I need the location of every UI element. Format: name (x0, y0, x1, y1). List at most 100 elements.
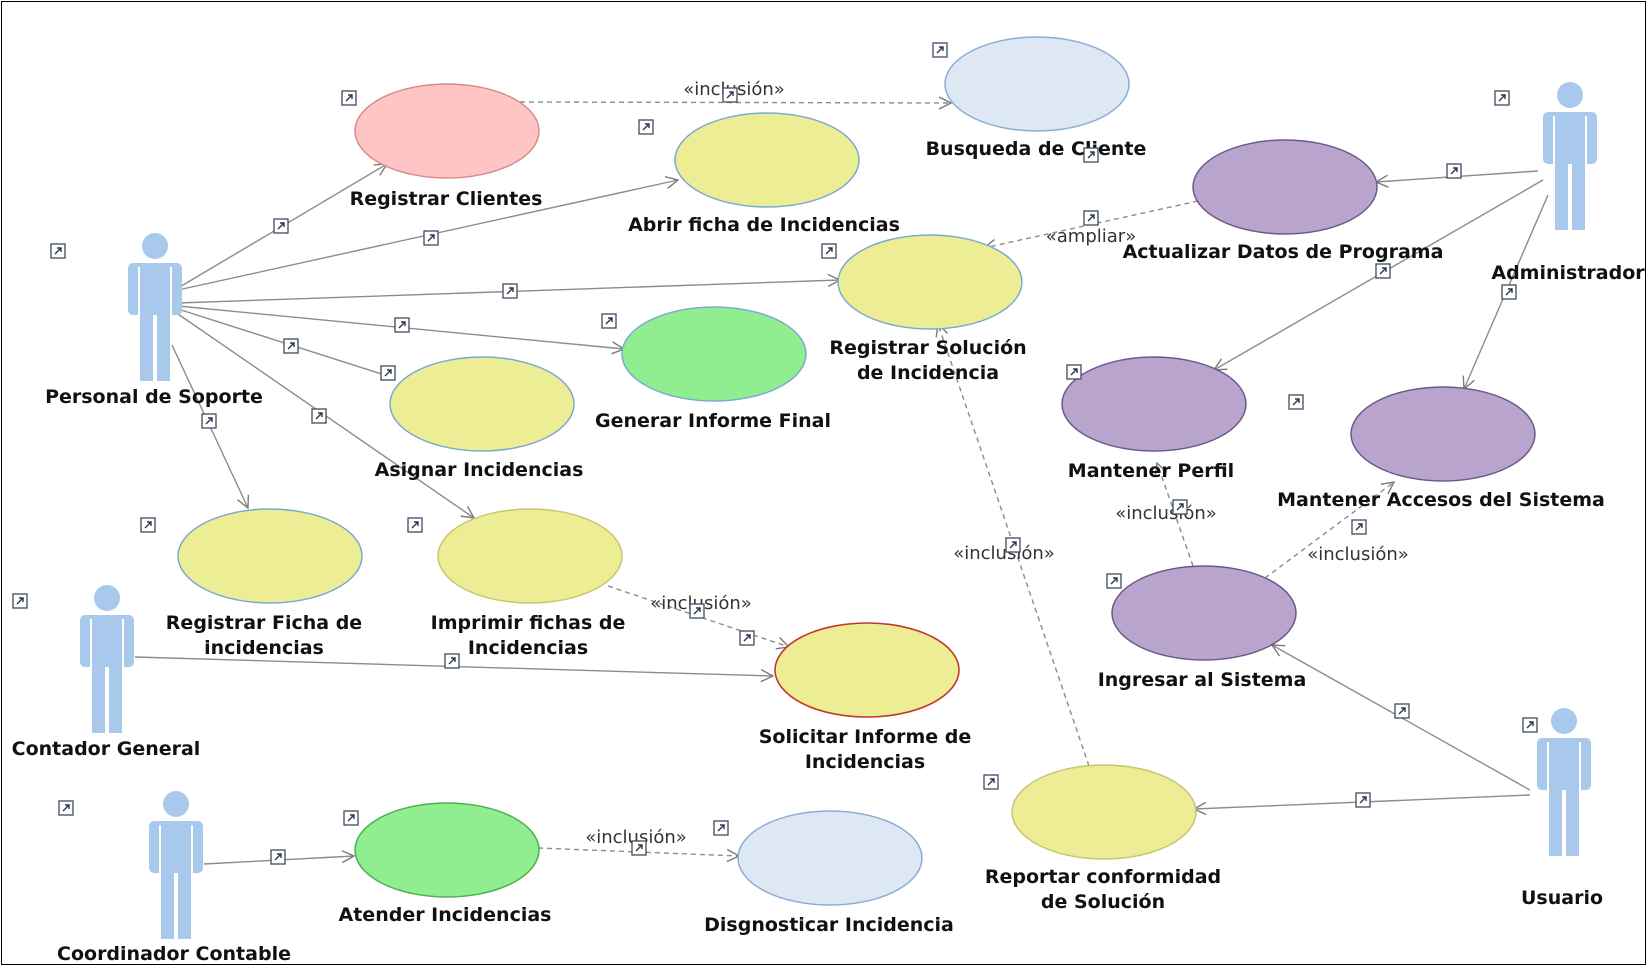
use-case-atender[interactable]: Atender Incidencias (339, 802, 552, 926)
use-case-label: Asignar Incidencias (375, 459, 584, 481)
use-case-ingresar[interactable]: Ingresar al Sistema (1098, 565, 1307, 691)
shortcut-arrow-icon (50, 243, 66, 259)
use-case-label: Generar Informe Final (595, 410, 831, 432)
shortcut-arrow-icon (1355, 792, 1371, 808)
shortcut-arrow-icon (689, 603, 705, 619)
shortcut-arrow-icon (394, 317, 410, 333)
shortcut-arrow-icon (311, 408, 327, 424)
use-case-ellipse[interactable] (621, 306, 807, 402)
use-case-generar-informe[interactable]: Generar Informe Final (595, 306, 831, 432)
use-case-ellipse[interactable] (354, 802, 540, 898)
stereotype-ampliar: «ampliar» (1046, 226, 1136, 247)
stereotype-inclusion: «inclusión» (585, 827, 687, 848)
use-case-label: Incidencias (805, 751, 925, 773)
use-case-ellipse[interactable] (1350, 386, 1536, 482)
actors: Personal de Soporte Contador General (12, 82, 1645, 965)
shortcut-arrow-icon (739, 630, 755, 646)
actor-personal-de-soporte[interactable]: Personal de Soporte (45, 233, 263, 408)
use-case-label: Atender Incidencias (339, 904, 552, 926)
actor-figure-icon (80, 585, 134, 733)
shortcut-arrow-icon (283, 338, 299, 354)
use-case-ellipse[interactable] (437, 508, 623, 604)
use-case-ellipse[interactable] (177, 508, 363, 604)
actor-administrador[interactable]: Administrador (1491, 82, 1645, 284)
actor-figure-icon (128, 233, 182, 381)
shortcut-arrow-icon (638, 119, 654, 135)
shortcut-arrow-icon (58, 800, 74, 816)
use-case-mantener-perfil[interactable]: Mantener Perfil (1061, 356, 1247, 482)
use-case-ellipse[interactable] (1061, 356, 1247, 452)
stereotype-inclusion: «inclusión» (1307, 544, 1409, 565)
use-case-label: Registrar Ficha de (166, 612, 362, 634)
stereotype-inclusion: «inclusión» (953, 543, 1055, 564)
shortcut-arrow-icon (270, 849, 286, 865)
shortcut-arrow-icon (932, 42, 948, 58)
include-imprimir-solicitar[interactable] (607, 585, 789, 647)
use-case-ellipse[interactable] (1192, 139, 1378, 235)
use-case-busqueda-cliente[interactable]: Busqueda de Cliente (926, 36, 1147, 160)
shortcut-arrow-icon (380, 365, 396, 381)
use-case-registrar-clientes[interactable]: Registrar Clientes (350, 83, 543, 210)
use-case-solicitar-informe[interactable]: Solicitar Informe de Incidencias (759, 622, 972, 773)
actor-label: Personal de Soporte (45, 386, 263, 408)
shortcut-arrow-icon (1494, 90, 1510, 106)
shortcut-markers (12, 42, 1538, 865)
shortcut-arrow-icon (1066, 364, 1082, 380)
actor-coordinador-contable[interactable]: Coordinador Contable (57, 791, 291, 965)
shortcut-arrow-icon (1394, 703, 1410, 719)
use-case-ellipse[interactable] (354, 83, 540, 179)
use-case-label: Registrar Solución (829, 337, 1026, 359)
use-case-ellipse[interactable] (737, 810, 923, 906)
shortcut-arrow-icon (1446, 163, 1462, 179)
use-case-label: Disgnosticar Incidencia (704, 914, 954, 936)
use-case-registrar-ficha[interactable]: Registrar Ficha de incidencias (166, 508, 363, 659)
use-case-abrir-ficha[interactable]: Abrir ficha de Incidencias (628, 112, 900, 236)
use-case-imprimir-fichas[interactable]: Imprimir fichas de Incidencias (431, 508, 626, 659)
use-case-ellipse[interactable] (674, 112, 860, 208)
actor-label: Administrador (1491, 262, 1645, 284)
use-case-mantener-accesos[interactable]: Mantener Accesos del Sistema (1277, 386, 1605, 511)
actor-figure-icon (149, 791, 203, 939)
actor-label: Usuario (1521, 887, 1603, 909)
shortcut-arrow-icon (601, 313, 617, 329)
stereotype-inclusion: «inclusión» (1115, 503, 1217, 524)
use-case-ellipse[interactable] (1111, 565, 1297, 661)
actor-contador-general[interactable]: Contador General (12, 585, 201, 760)
use-case-ellipse[interactable] (389, 356, 575, 452)
shortcut-arrow-icon (821, 243, 837, 259)
shortcut-arrow-icon (273, 218, 289, 234)
use-cases: Registrar Clientes Busqueda de Cliente A… (166, 36, 1605, 936)
use-case-ellipse[interactable] (837, 234, 1023, 330)
use-case-actualizar-datos[interactable]: Actualizar Datos de Programa (1123, 139, 1444, 263)
use-case-label: Abrir ficha de Incidencias (628, 214, 900, 236)
use-case-registrar-solucion[interactable]: Registrar Solución de Incidencia (829, 234, 1027, 384)
shortcut-arrow-icon (502, 283, 518, 299)
use-case-disgnosticar[interactable]: Disgnosticar Incidencia (704, 810, 954, 936)
include-reportar-solucion[interactable] (938, 324, 1090, 767)
use-case-label: Solicitar Informe de (759, 726, 972, 748)
actor-label: Coordinador Contable (57, 943, 291, 965)
use-case-label: Actualizar Datos de Programa (1123, 241, 1444, 263)
shortcut-arrow-icon (140, 517, 156, 533)
use-case-label: de Incidencia (857, 362, 999, 384)
use-case-label: de Solución (1041, 891, 1165, 913)
shortcut-arrow-icon (1288, 394, 1304, 410)
use-case-asignar[interactable]: Asignar Incidencias (375, 356, 584, 481)
shortcut-arrow-icon (1522, 717, 1538, 733)
use-case-label: Reportar conformidad (985, 866, 1221, 888)
use-case-ellipse[interactable] (774, 622, 960, 718)
stereotype-labels: «inclusión» «ampliar» «inclusión» «inclu… (585, 79, 1409, 848)
use-case-reportar[interactable]: Reportar conformidad de Solución (985, 764, 1221, 913)
use-case-ellipse[interactable] (944, 36, 1130, 132)
shortcut-arrow-icon (1172, 499, 1188, 515)
actor-figure-icon (1537, 708, 1591, 856)
use-case-ellipse[interactable] (1011, 764, 1197, 860)
use-case-label: Mantener Accesos del Sistema (1277, 489, 1605, 511)
shortcut-arrow-icon (1005, 537, 1021, 553)
shortcut-arrow-icon (201, 413, 217, 429)
use-case-label: Busqueda de Cliente (926, 138, 1147, 160)
actor-usuario[interactable]: Usuario (1521, 708, 1603, 909)
shortcut-arrow-icon (1083, 147, 1099, 163)
